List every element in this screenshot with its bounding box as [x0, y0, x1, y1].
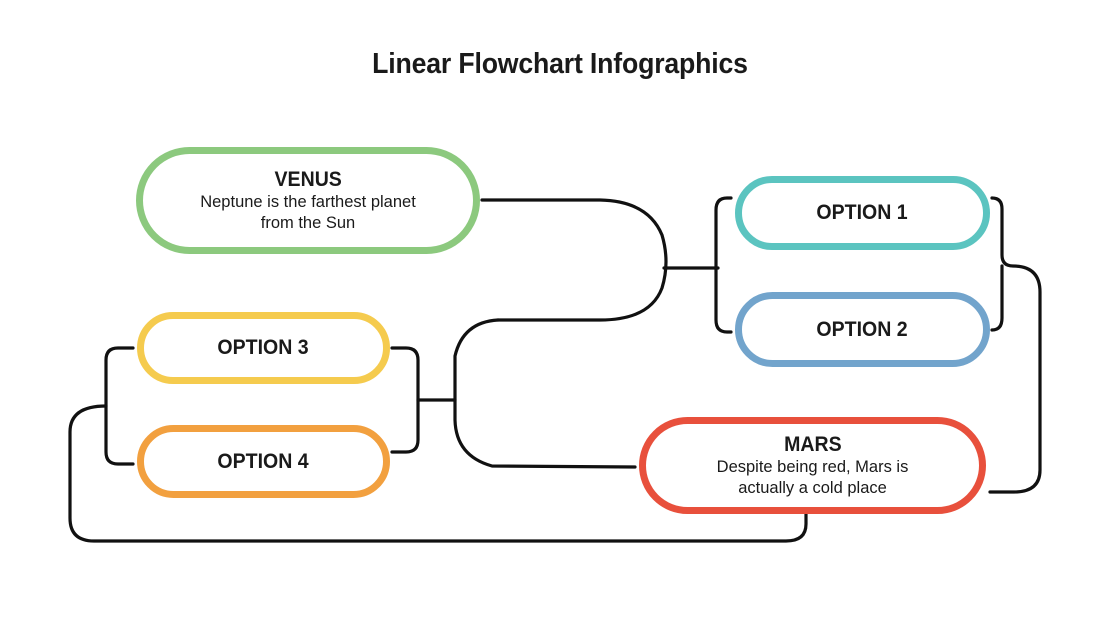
connector-center-lower-arm	[453, 318, 637, 469]
node-option-1-title: OPTION 1	[816, 201, 909, 225]
node-option-1[interactable]: OPTION 1	[735, 176, 990, 250]
node-venus-description-line1: Neptune is the farthest planet	[200, 193, 416, 212]
node-venus[interactable]: VENUS Neptune is the farthest planet fro…	[136, 147, 480, 254]
node-venus-description-line2: from the Sun	[260, 214, 356, 233]
connector-venus-to-center	[480, 198, 668, 322]
node-mars-description-line1: Despite being red, Mars is	[716, 458, 909, 477]
page-title: Linear Flowchart Infographics	[372, 48, 748, 80]
node-mars-description-line2: actually a cold place	[738, 479, 887, 498]
node-option-4-title: OPTION 4	[217, 449, 310, 473]
node-mars[interactable]: MARS Despite being red, Mars is actually…	[639, 417, 986, 514]
node-option-3[interactable]: OPTION 3	[137, 312, 390, 384]
node-venus-title: VENUS	[274, 167, 342, 191]
connector-bracket-options-34-right	[390, 346, 420, 454]
node-option-4[interactable]: OPTION 4	[137, 425, 390, 498]
connector-bracket-options-34-left	[104, 346, 135, 466]
connector-outer-bottom-loop	[68, 404, 808, 543]
connector-bracket-options-12-left	[714, 196, 733, 334]
node-option-2-title: OPTION 2	[816, 317, 909, 341]
connector-option2-right-stub	[990, 264, 1004, 332]
node-option-2[interactable]: OPTION 2	[735, 292, 990, 367]
node-option-3-title: OPTION 3	[217, 336, 310, 360]
connector-options-12-right-to-mars	[988, 196, 1042, 494]
node-mars-title: MARS	[783, 432, 842, 456]
